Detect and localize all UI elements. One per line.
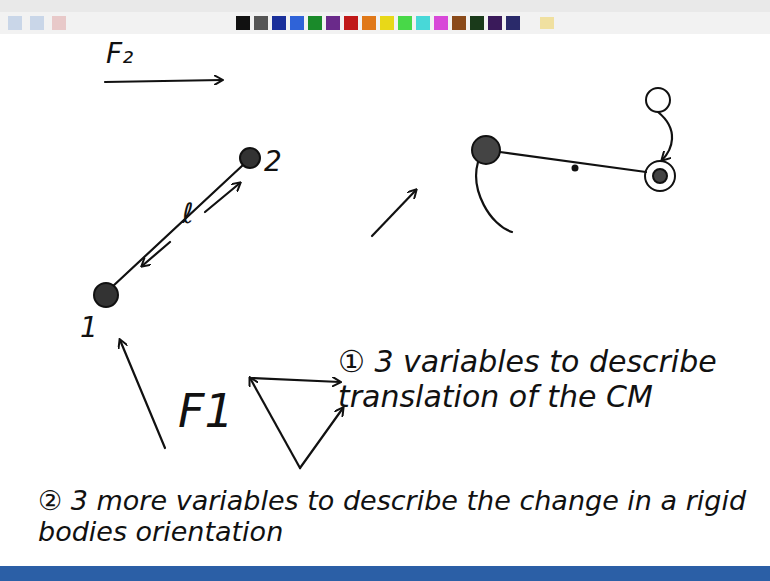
tool-icons xyxy=(8,16,554,30)
note-text: ② 3 more variables to describe the chang… xyxy=(38,485,758,547)
point-mass xyxy=(472,136,500,164)
force-arrow xyxy=(120,340,165,448)
length-arrow xyxy=(142,242,170,266)
force-label: F1 xyxy=(178,385,268,438)
rigid-rod xyxy=(112,165,243,287)
vector-triangle xyxy=(250,378,300,468)
menu-bar xyxy=(0,0,770,12)
vector-triangle xyxy=(300,408,343,468)
point-mass xyxy=(646,88,670,112)
mass-number: 2 xyxy=(264,146,304,178)
tool-bar xyxy=(0,12,770,34)
length-label: ℓ xyxy=(182,198,212,230)
point-mass xyxy=(240,148,260,168)
note-text: ① 3 variables to describe translation of… xyxy=(338,345,758,414)
task-bar xyxy=(0,566,770,581)
point-mass xyxy=(645,161,675,191)
rotation-path xyxy=(658,112,672,160)
length-arrow xyxy=(205,183,240,212)
rotation-path xyxy=(476,162,512,232)
force-arrow xyxy=(105,80,222,82)
vector-triangle xyxy=(252,378,340,382)
force-label: F₂ xyxy=(106,38,186,70)
mass-number: 1 xyxy=(80,312,120,344)
point-mass xyxy=(653,169,667,183)
rigid-rod xyxy=(500,152,646,172)
point-mass xyxy=(94,283,118,307)
centre-of-mass-dot xyxy=(573,166,578,171)
displacement-arrow xyxy=(372,190,416,236)
